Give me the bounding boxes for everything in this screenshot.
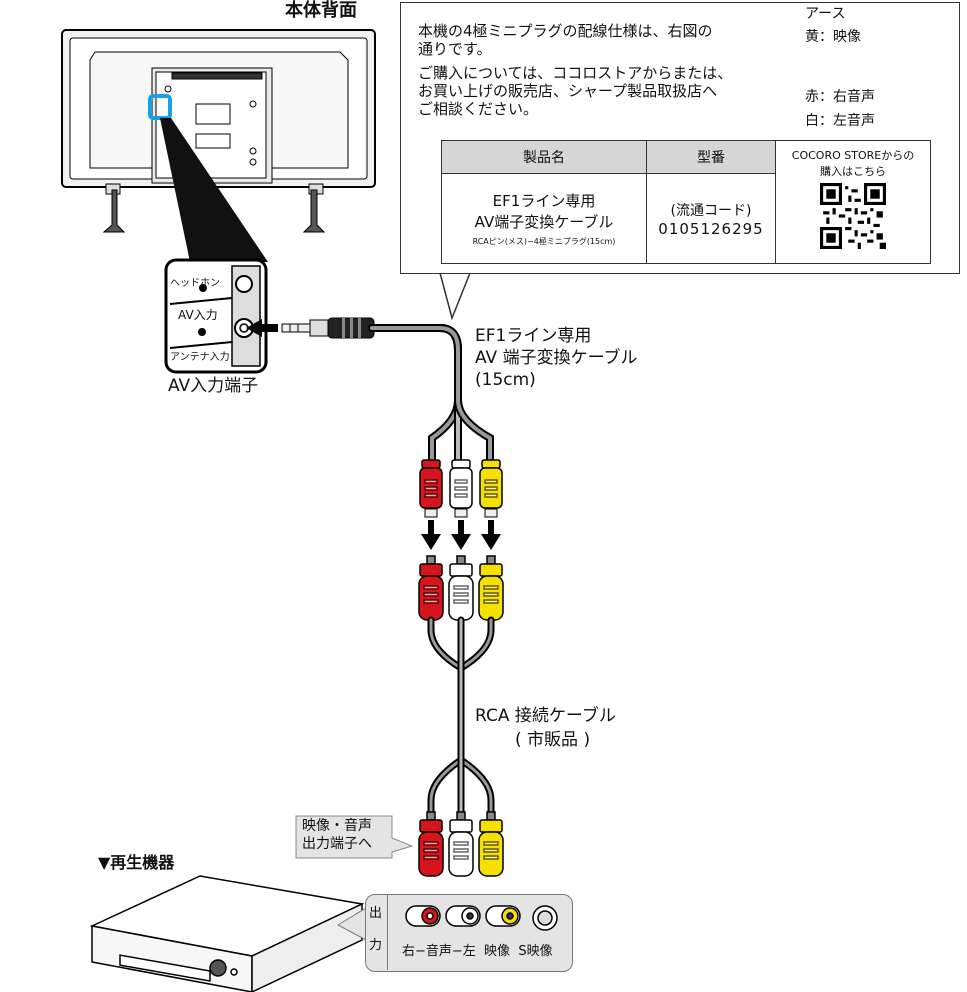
cable1-label-2: AV 端子変換ケーブル [475, 348, 638, 368]
cable2-label-1: RCA 接続ケーブル [475, 706, 616, 726]
output-panel-labels: 右−音声−左 映像 S映像 [402, 944, 553, 959]
callout-line5: ご相談ください。 [418, 100, 539, 118]
plug-label-earth: アース [805, 6, 846, 23]
callout-tail [439, 272, 472, 321]
spec-model-1: (流通コード) [670, 202, 752, 219]
output-note-box [295, 815, 414, 859]
rca-yellow-plug-2 [478, 555, 504, 621]
spec-product-1: EF1ライン専用 [492, 192, 596, 210]
mini-plug [281, 317, 375, 339]
rca-red-plug-3 [418, 811, 444, 877]
insert-arrow [246, 319, 278, 337]
plug-label-video: 黄：映像 [805, 29, 861, 46]
output-panel-side-1: 出 [369, 906, 383, 921]
spec-store-cell: COCORO STOREからの 購入はこちら [775, 140, 931, 264]
spec-table: 製品名 型番 COCORO STOREからの 購入はこちら [441, 140, 931, 264]
callout-line2: 通りです。 [418, 40, 492, 58]
av-port-label-antenna: アンテナ入力 [170, 352, 230, 363]
output-panel-side-2: 力 [369, 938, 383, 953]
plug-label-right: 赤：右音声 [805, 89, 875, 106]
callout-line3: ご購入については、ココロストアからまたは、 [418, 64, 733, 82]
spec-product-2: AV端子変換ケーブル [474, 213, 614, 231]
output-note-1: 映像・音声 [302, 818, 372, 834]
spec-header-store-1: COCORO STOREからの [791, 149, 915, 162]
av-port-label-headphone: ヘッドホン [170, 278, 220, 289]
player-device [89, 875, 365, 992]
av-port-zoom [164, 258, 268, 374]
output-panel [365, 894, 573, 972]
qr-code-icon[interactable] [820, 183, 886, 249]
output-panel-divider [365, 894, 388, 970]
rca-white-plug-1 [449, 459, 473, 509]
cable2 [427, 616, 495, 822]
tv-title: 本体背面 [285, 0, 357, 21]
plug-label-left: 白：左音声 [805, 113, 875, 130]
cable1-label-3: (15cm) [475, 370, 536, 390]
rca-white-plug-2 [448, 555, 474, 621]
spec-header-name: 製品名 [441, 140, 647, 174]
spec-header-model: 型番 [646, 140, 776, 174]
spec-header-store-2: 購入はこちら [820, 165, 886, 178]
callout-line1: 本機の4極ミニプラグの配線仕様は、右図の [418, 22, 713, 40]
spec-model-cell: (流通コード) 0105126295 [646, 173, 776, 264]
spec-model-2: 0105126295 [658, 219, 764, 238]
player-title: ▼再生機器 [98, 853, 175, 872]
av-port-caption: AV入力端子 [168, 376, 259, 396]
cable2-label-2: ( 市販品 ) [515, 730, 591, 750]
rca-red-plug-1 [419, 459, 443, 509]
cable1-label-1: EF1ライン専用 [475, 326, 592, 346]
rca-white-plug-3 [448, 811, 474, 877]
rca-yellow-plug-3 [478, 811, 504, 877]
cable1 [368, 324, 494, 464]
output-note-2: 出力端子へ [302, 836, 372, 852]
av-port-label-av-input: AV入力 [178, 308, 218, 322]
down-arrows [421, 520, 501, 550]
zoom-beam [160, 118, 268, 262]
spec-product-cell: EF1ライン専用 AV端子変換ケーブル RCAピン(メス)−4極ミニプラグ(15… [441, 173, 647, 264]
callout-line4: お買い上げの販売店、シャープ製品取扱店へ [418, 82, 718, 100]
rca-red-plug-2 [418, 555, 444, 621]
rca-yellow-plug-1 [479, 459, 503, 509]
spec-product-note: RCAピン(メス)−4極ミニプラグ(15cm) [472, 237, 616, 246]
